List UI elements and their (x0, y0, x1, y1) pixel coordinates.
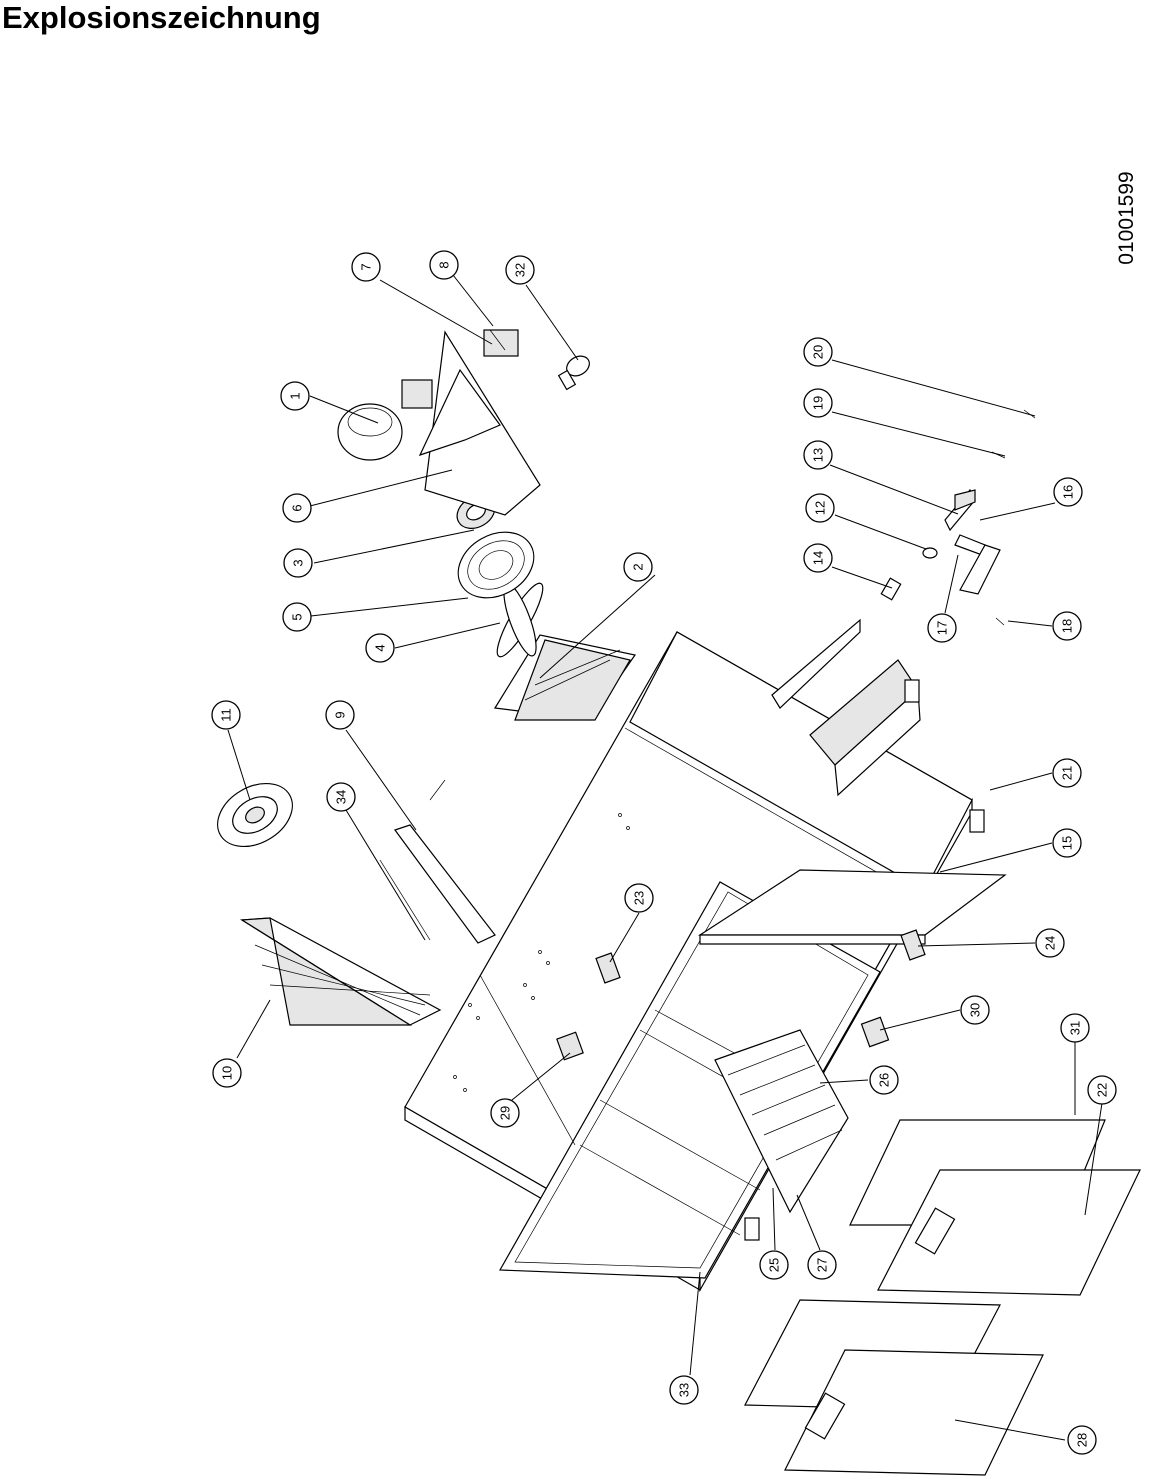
svg-text:13: 13 (811, 448, 826, 462)
svg-text:31: 31 (1068, 1021, 1083, 1035)
svg-text:16: 16 (1061, 485, 1076, 499)
svg-text:23: 23 (632, 891, 647, 905)
svg-text:5: 5 (290, 613, 305, 620)
callout-2: 2 (623, 552, 653, 582)
small-parts (880, 409, 1036, 626)
callout-34: 34 (326, 782, 356, 812)
svg-text:19: 19 (811, 396, 826, 410)
callout-31: 31 (1060, 1013, 1090, 1043)
svg-text:8: 8 (437, 261, 452, 268)
callout-18: 18 (1052, 611, 1082, 641)
svg-text:27: 27 (815, 1258, 830, 1272)
callout-8: 8 (429, 250, 459, 280)
callout-29: 29 (490, 1098, 520, 1128)
svg-text:9: 9 (333, 711, 348, 718)
svg-text:26: 26 (877, 1073, 892, 1087)
svg-text:2: 2 (631, 563, 646, 570)
callout-11: 11 (211, 700, 241, 730)
callout-7: 7 (351, 252, 381, 282)
svg-text:17: 17 (935, 621, 950, 635)
door-15 (697, 869, 1007, 945)
callout-9: 9 (325, 700, 355, 730)
valve-8 (483, 329, 519, 357)
svg-text:3: 3 (291, 559, 306, 566)
svg-text:25: 25 (767, 1258, 782, 1272)
callout-17: 17 (927, 613, 957, 643)
svg-text:10: 10 (220, 1066, 235, 1080)
rod-34 (379, 859, 431, 941)
callout-21: 21 (1052, 758, 1082, 788)
callout-5: 5 (282, 602, 312, 632)
hinges (556, 929, 926, 1061)
callout-10: 10 (212, 1058, 242, 1088)
callout-32: 32 (505, 255, 535, 285)
callout-16: 16 (1053, 477, 1083, 507)
page-title: Explosionszeichnung (2, 0, 321, 35)
svg-text:28: 28 (1075, 1433, 1090, 1447)
condenser-2 (494, 634, 637, 721)
shelf-grid (714, 1029, 849, 1214)
svg-text:14: 14 (811, 551, 826, 565)
tray-9 (394, 779, 496, 944)
callout-13: 13 (803, 440, 833, 470)
svg-text:6: 6 (290, 504, 305, 511)
svg-text:29: 29 (498, 1106, 513, 1120)
svg-text:15: 15 (1060, 836, 1075, 850)
svg-text:12: 12 (813, 501, 828, 515)
callout-30: 30 (960, 995, 990, 1025)
callout-15: 15 (1052, 828, 1082, 858)
svg-text:24: 24 (1043, 936, 1058, 950)
door-28 (744, 1299, 1044, 1476)
svg-text:11: 11 (219, 708, 234, 722)
callout-20: 20 (803, 337, 833, 367)
svg-text:33: 33 (677, 1383, 692, 1397)
compressor-unit (337, 330, 541, 516)
callout-25: 25 (759, 1250, 789, 1280)
callout-6: 6 (282, 493, 312, 523)
door-22 (849, 1119, 1141, 1296)
leader-lines (227, 274, 1103, 1441)
callout-19: 19 (803, 388, 833, 418)
pipe-32 (557, 355, 590, 391)
callout-12: 12 (805, 493, 835, 523)
fan-4 (496, 582, 544, 658)
svg-text:18: 18 (1060, 619, 1075, 633)
callouts: 1 2 3 4 5 6 7 (211, 250, 1117, 1455)
svg-text:21: 21 (1060, 766, 1075, 780)
svg-text:1: 1 (288, 392, 303, 399)
callout-4: 4 (365, 633, 395, 663)
callout-28: 28 (1067, 1425, 1097, 1455)
callout-22: 22 (1087, 1075, 1117, 1105)
callout-24: 24 (1035, 928, 1065, 958)
fan-11 (217, 782, 293, 848)
cabinet-body (404, 618, 985, 1293)
callout-33: 33 (669, 1375, 699, 1405)
svg-text:7: 7 (359, 263, 374, 270)
callout-23: 23 (624, 883, 654, 913)
svg-text:4: 4 (373, 644, 388, 651)
callout-3: 3 (283, 548, 313, 578)
svg-text:34: 34 (334, 790, 349, 804)
callout-27: 27 (807, 1250, 837, 1280)
svg-text:22: 22 (1095, 1083, 1110, 1097)
callout-26: 26 (869, 1065, 899, 1095)
callout-14: 14 (803, 543, 833, 573)
svg-text:20: 20 (811, 345, 826, 359)
callout-1: 1 (280, 381, 310, 411)
fan-guard-5 (457, 531, 535, 599)
svg-text:32: 32 (513, 263, 528, 277)
svg-text:30: 30 (968, 1003, 983, 1017)
evaporator-10 (240, 917, 442, 1026)
